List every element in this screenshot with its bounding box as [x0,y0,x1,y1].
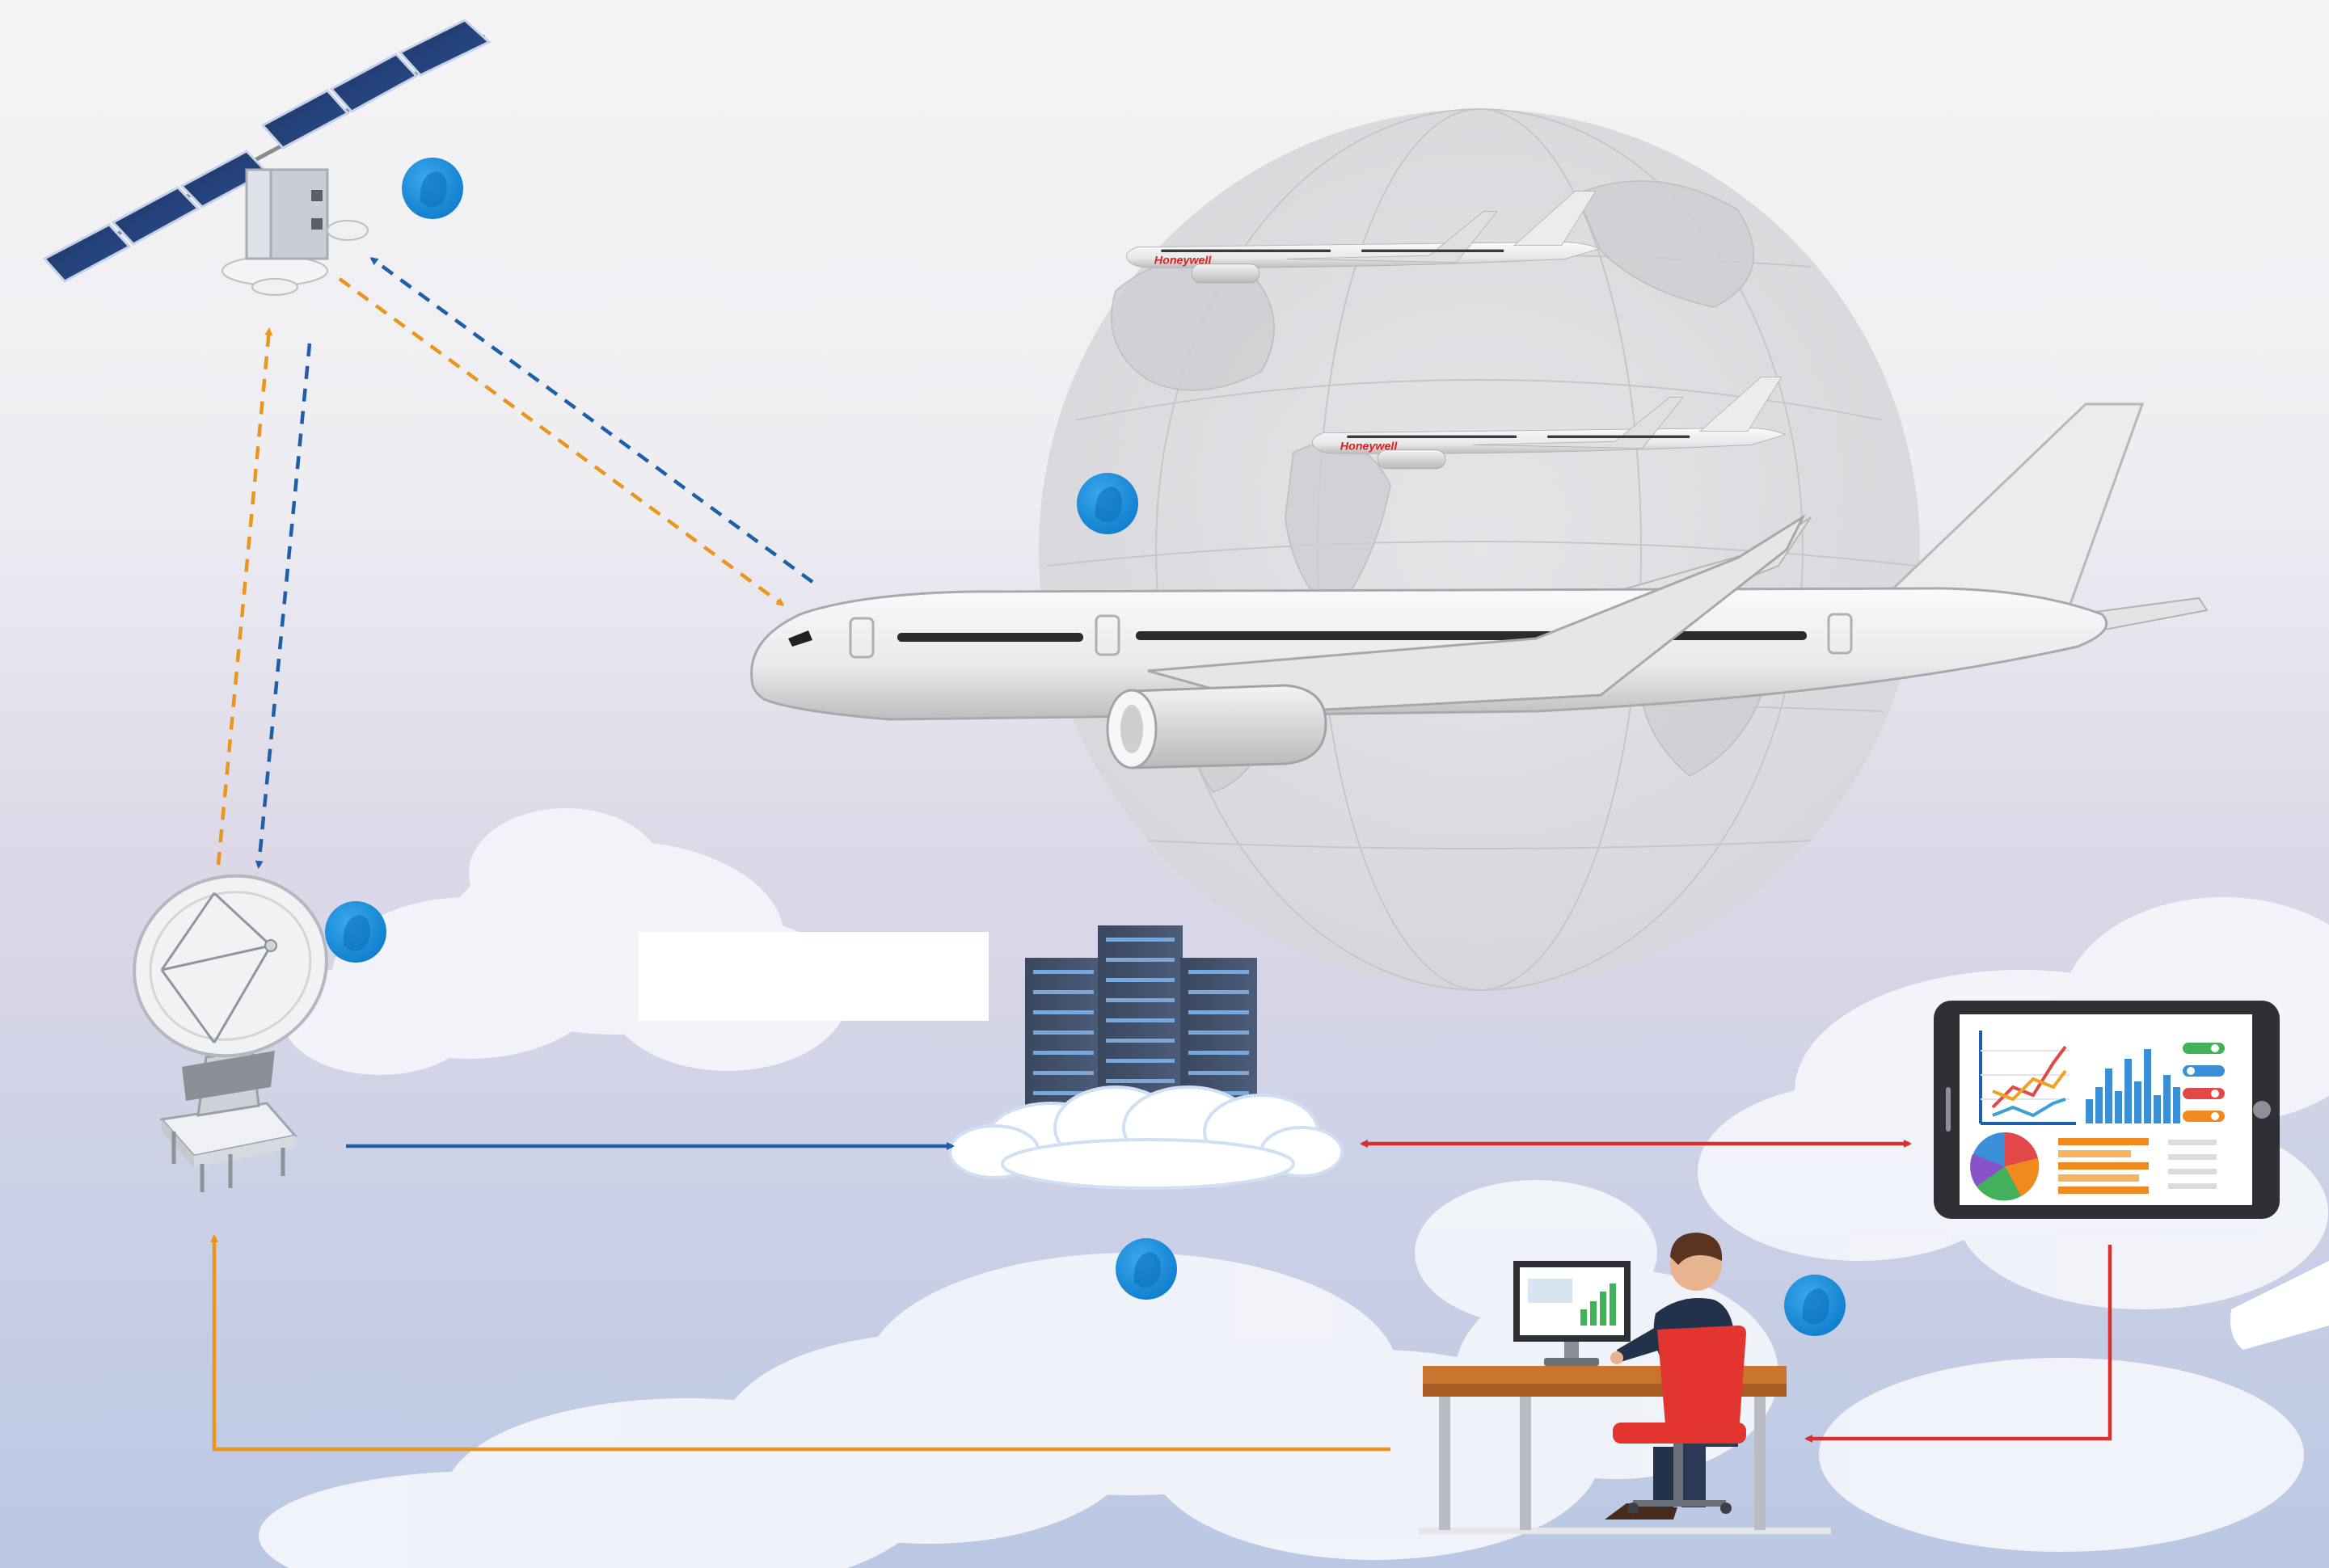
aircraft-icon [750,403,2209,769]
arrow-satellite-to-aircraft [338,277,785,606]
dashboard-pie-chart [1970,1132,2040,1201]
airline-brand-text: Honeywell [1340,440,1399,453]
step-badge-icon [325,901,386,963]
blank-label-box [639,932,989,1021]
step-badge-icon [1784,1275,1846,1336]
tablet-dashboard-icon [1934,1001,2280,1219]
satellite-dish-icon [133,874,328,1192]
step-badge-icon [402,158,463,219]
satellite-icon [42,19,492,296]
dashboard-bar-chart [2086,1049,2180,1123]
operator-at-desk-icon [1419,1233,1831,1534]
cloud-server-icon [948,925,1344,1190]
aircraft-icon-small-1: Honeywell [1125,190,1601,284]
aircraft-icon-small-2: Honeywell [1311,376,1787,470]
step-badge-icon [1116,1238,1177,1300]
arrow-aircraft-to-satellite [369,257,814,584]
dashboard-horizontal-bars [2058,1138,2217,1194]
dashboard-line-chart [1979,1031,2076,1125]
step-badges [325,158,1846,1336]
step-badge-icon [1077,473,1138,534]
dashboard-toggles [2183,1043,2225,1122]
link-satellite-aircraft [338,257,814,606]
arrow-operator-to-ground [210,1234,1390,1452]
office-chair [1613,1326,1746,1514]
server-cloud-base [948,1085,1344,1190]
airline-brand-text: Honeywell [1154,255,1213,268]
aircraft-engine [1106,684,1327,769]
arrow-satellite-to-ground [255,343,312,869]
arrow-tablet-to-operator [1804,1245,2112,1443]
link-satellite-ground [216,327,312,869]
partial-right-edge-shape [2230,1261,2329,1350]
